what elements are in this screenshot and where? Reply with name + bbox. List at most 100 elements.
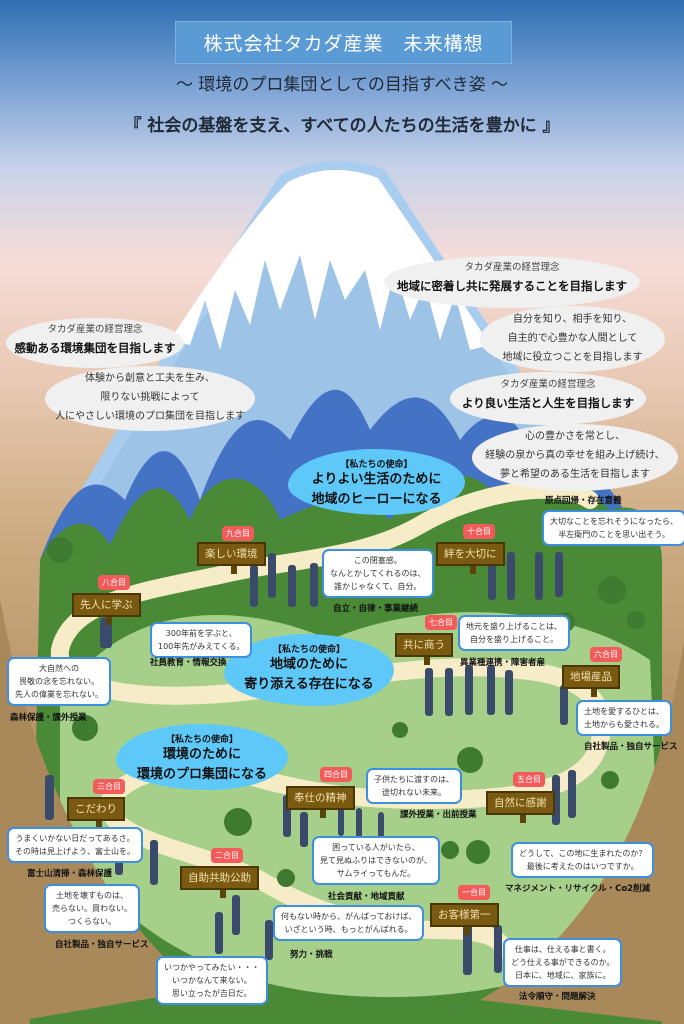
philosophy-cloud: タカダ産業の経営理念 感動ある環境集団を目指します: [6, 318, 184, 368]
signboard: こだわり: [67, 797, 125, 829]
mission-label: 【私たちの使命】: [165, 735, 238, 745]
philosophy-detail: 心の豊かさを常とし、 経験の泉から真の幸せを組み上げ続け、 夢と希望のある生活を…: [472, 424, 678, 491]
mission-environment: 【私たちの使命】 環境のために 環境のプロ集団になる: [116, 724, 288, 790]
message-line: 100年先がみえてくる。: [158, 642, 245, 651]
message-bubble: 子供たちに渡すのは、途切れない未来。: [366, 768, 462, 804]
message-line: どう仕える事ができるのか。: [511, 958, 615, 967]
message-line: いざという時、もっとがんばれる。: [284, 925, 413, 934]
signboard: 先人に学ぶ: [72, 593, 141, 625]
message-line: 最後に考えたのはいつですか。: [526, 862, 639, 871]
philosophy-line: 自主的で心豊かな人間として: [507, 333, 638, 344]
message-line: 子供たちに渡すのは、: [374, 775, 454, 784]
message-line: いつかなんて来ない。: [172, 976, 252, 985]
message-bubble: 仕事は、仕える事と書く。どう仕える事ができるのか。日本に、地域に、家族に。: [503, 938, 623, 987]
message-line: なんとかしてくれるのは、: [330, 569, 426, 578]
activity-caption: 社員教育・情報交換: [150, 658, 227, 668]
stage-badge: 一合目: [458, 885, 490, 900]
philosophy-line: 経験の泉から真の幸せを組み上げ続け、: [485, 450, 665, 461]
philosophy-heading: より良い生活と人生を目指します: [461, 396, 635, 410]
stage-badge: 十合目: [463, 524, 495, 539]
message-bubble: 大自然への畏敬の念を忘れない。先人の偉業を忘れない。: [7, 657, 111, 706]
stage-badge: 八合目: [98, 575, 130, 590]
philosophy-line: 限りない挑戦によって: [100, 392, 200, 403]
signboard: お客様第一: [430, 903, 499, 935]
mission-line: よりよい生活のために: [311, 472, 442, 487]
message-line: 地元を盛り上げることは、: [466, 622, 562, 631]
activity-caption: 森林保護・課外授業: [10, 713, 87, 723]
message-line: 途切れない未来。: [382, 788, 446, 797]
message-line: 思い立ったが吉日だ。: [171, 989, 252, 998]
signboard: 楽しい環境: [197, 542, 266, 574]
stage-badge: 二合目: [211, 848, 243, 863]
philosophy-line: 夢と希望のある生活を目指します: [500, 469, 650, 480]
ground: [480, 640, 684, 1024]
stage-badge: 六合目: [590, 647, 622, 662]
activity-caption: 異業種連携・障害者雇: [460, 658, 546, 668]
message-line: 半左衛門のことを思い出そう。: [558, 530, 670, 539]
message-line: 売らない。買わない。: [52, 904, 132, 913]
message-line: どうして、この地に生まれたのか？: [519, 849, 647, 858]
activity-caption: 法令順守・問題解決: [519, 992, 596, 1002]
message-bubble: 地元を盛り上げることは、自分を盛り上げること。: [458, 615, 570, 651]
activity-caption: マネジメント・リサイクル・Co2削減: [505, 884, 651, 894]
message-bubble: どうして、この地に生まれたのか？ 最後に考えたのはいつですか。: [511, 842, 655, 878]
message-line: サムライってもんだ。: [336, 869, 416, 878]
signboard: 共に商う: [395, 633, 453, 665]
stage-badge: 五合目: [513, 772, 545, 787]
philosophy-line: 体験から創意と工夫を生み、: [85, 373, 215, 384]
message-bubble: 300年前を学ぶと、 100年先がみえてくる。: [150, 622, 253, 658]
activity-caption: 原点回帰・存在意義: [545, 496, 622, 506]
message-line: 土地を愛するひとは、: [584, 707, 664, 716]
message-line: 300年前を学ぶと、: [165, 629, 237, 638]
activity-caption: 社会貢献・地域貢献: [328, 892, 405, 902]
philosophy-detail: 自分を知り、相手を知り、 自主的で心豊かな人間として 地域に役立つことを目指しま…: [480, 306, 665, 372]
message-line: 大自然への: [39, 664, 79, 673]
philosophy-line: 心の豊かさを常とし、: [525, 431, 625, 442]
snow-cap: [170, 169, 490, 350]
message-line: 土地からも愛される。: [584, 720, 664, 729]
philosophy-cloud: タカダ産業の経営理念 より良い生活と人生を目指します: [450, 372, 646, 425]
mission-line: 環境のプロ集団になる: [136, 767, 267, 782]
activity-caption: 課外授業・出前授業: [400, 810, 477, 820]
philosophy-line: 地域に役立つことを目指します: [502, 352, 643, 363]
mission-label: 【私たちの使命】: [340, 460, 413, 470]
philosophy-line: 自分を知り、相手を知り、: [512, 314, 633, 325]
message-line: 困っている人がいたら、: [332, 843, 420, 852]
message-line: 日本に、地域に、家族に。: [514, 971, 611, 980]
message-line: 畏敬の念を忘れない。: [19, 677, 99, 686]
signboard: 自然に感謝: [486, 791, 555, 823]
message-line: 先人の偉業を忘れない。: [15, 690, 103, 699]
stage-badge: 四合目: [320, 767, 352, 782]
stage-badge: 九合目: [222, 526, 254, 541]
message-bubble: 土地を愛するひとは、土地からも愛される。: [576, 700, 672, 736]
philosophy-label: タカダ産業の経営理念: [47, 324, 143, 335]
message-bubble: 土地を壊すものは、売らない。買わない。つくらない。: [44, 884, 140, 933]
message-line: いつかやってみたい・・・: [164, 963, 260, 972]
message-line: つくらない。: [68, 917, 116, 926]
message-line: 自分を盛り上げること。: [470, 635, 558, 644]
philosophy-heading: 地域に密着し共に発展することを目指します: [397, 279, 627, 293]
signboard: 絆を大切に: [436, 542, 505, 574]
signboard: 地場産品: [562, 665, 620, 697]
signboard: 自助共助公助: [180, 866, 259, 898]
message-bubble: 何もない時から、がんばっておけば、いざという時、もっとがんばれる。: [273, 905, 425, 941]
message-bubble: いつかやってみたい・・・いつかなんて来ない。思い立ったが吉日だ。: [156, 956, 268, 1005]
activity-caption: 富士山清掃・森林保護: [27, 869, 113, 879]
activity-caption: 自社製品・独自サービス: [584, 742, 678, 752]
message-line: この閉塞感。: [353, 556, 402, 565]
activity-caption: 努力・挑戦: [290, 950, 333, 960]
message-line: その時は見上げよう、富士山を。: [15, 847, 135, 856]
stage-badge: 七合目: [425, 615, 457, 630]
message-line: 見て見ぬふりはできないのが、: [320, 856, 432, 865]
motto: 『 社会の基盤を支え、すべての人たちの生活を豊かに 』: [124, 116, 560, 136]
message-line: 土地を壊すものは、: [56, 891, 128, 900]
philosophy-line: 人にやさしい環境のプロ集団を目指します: [55, 411, 245, 422]
mission-line: 環境のために: [162, 747, 241, 762]
activity-caption: 自社製品・独自サービス: [55, 940, 149, 950]
signboard: 奉仕の精神: [286, 786, 355, 818]
mission-hero: 【私たちの使命】 よりよい生活のために 地域のヒーローになる: [288, 449, 465, 515]
mission-line: 地域のために: [269, 657, 348, 672]
stage-badge: 三合目: [93, 779, 125, 794]
page-title: 株式会社タカダ産業 未来構想: [175, 21, 512, 64]
message-line: 何もない時から、がんばっておけば、: [281, 912, 417, 921]
